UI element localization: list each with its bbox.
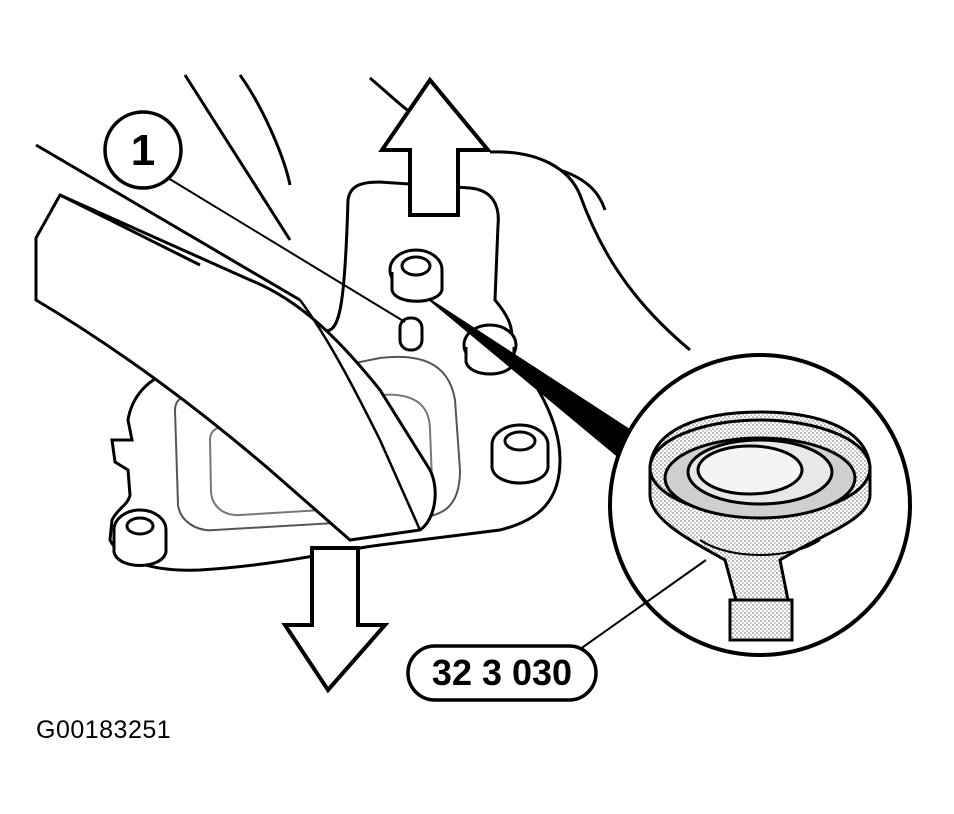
bolt-left [112,508,168,567]
tool-number-badge: 32 3 030 [406,644,598,702]
lever-edge-lines [35,74,301,302]
bolt-lower-right [490,423,550,485]
dowel-pin [398,316,424,352]
callout-1-badge: 1 [103,110,183,190]
figure-id: G00183251 [36,716,172,744]
tool-number-label: 32 3 030 [432,652,572,693]
detail-view [608,353,912,657]
tool-callout-leader [575,559,707,653]
arrow-up-icon [378,76,493,217]
bolt-top [388,248,444,303]
callout-1-label: 1 [131,126,155,175]
pry-lever [34,193,437,542]
callout-1-leader [167,177,406,323]
arrow-down-icon [281,546,390,694]
